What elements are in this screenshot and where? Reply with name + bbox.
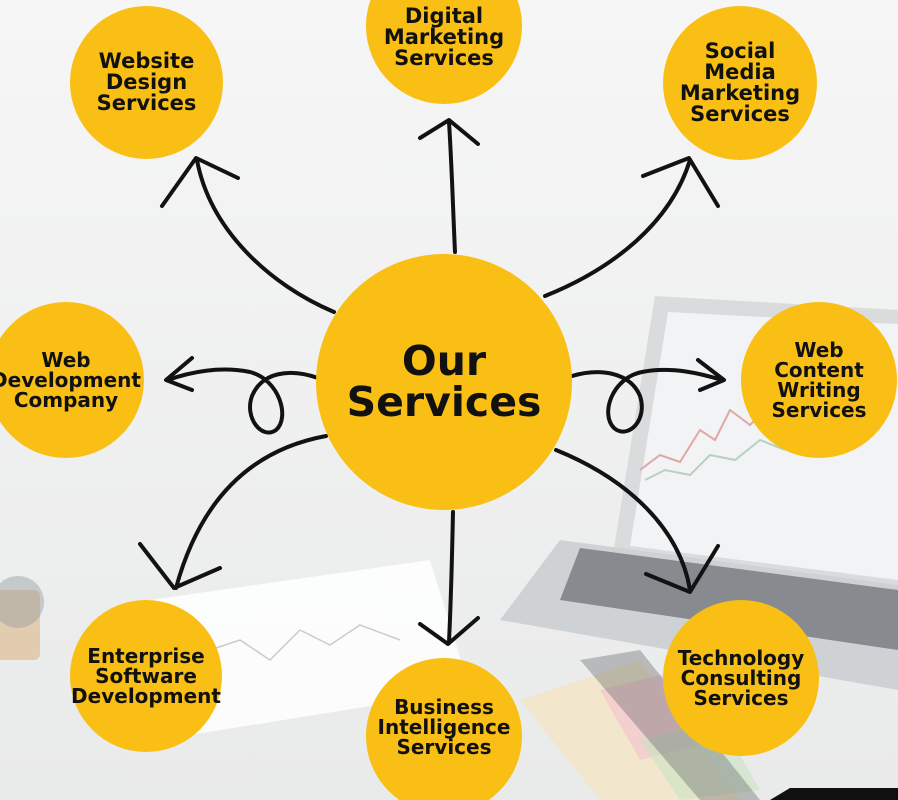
arrowhead-up bbox=[418, 118, 480, 146]
node-enterprise-software: Enterprise Software Development bbox=[70, 600, 222, 752]
arrow-right bbox=[570, 367, 724, 434]
center-node: Our Services bbox=[316, 254, 572, 510]
arrow-up bbox=[447, 120, 457, 254]
node-technology-consulting: Technology Consulting Services bbox=[663, 600, 819, 756]
arrow-down bbox=[447, 510, 455, 644]
arrowhead-down-left bbox=[138, 542, 222, 590]
arrowhead-left bbox=[164, 356, 194, 392]
node-label: Technology Consulting Services bbox=[677, 646, 805, 710]
center-label: Our Services bbox=[346, 337, 542, 426]
arrowhead-up-left bbox=[160, 156, 240, 208]
node-label: Web Development Company bbox=[0, 348, 141, 412]
arrow-left bbox=[166, 367, 320, 435]
arrow-down-left bbox=[174, 434, 328, 590]
arrow-up-left bbox=[195, 158, 336, 314]
node-website-design: Website Design Services bbox=[70, 6, 223, 159]
arrowhead-down bbox=[418, 616, 480, 646]
desk-calculator bbox=[0, 576, 44, 660]
node-label: Social Media Marketing Services bbox=[679, 39, 801, 126]
node-label: Digital Marketing Services bbox=[383, 3, 505, 70]
node-label: Website Design Services bbox=[96, 49, 197, 115]
node-web-content-writing: Web Content Writing Services bbox=[741, 302, 897, 458]
arrow-down-right bbox=[554, 448, 692, 592]
node-social-media-marketing: Social Media Marketing Services bbox=[663, 6, 817, 160]
node-label: Web Content Writing Services bbox=[771, 338, 867, 422]
arrowhead-up-right bbox=[641, 156, 720, 208]
node-label: Enterprise Software Development bbox=[71, 644, 221, 708]
corner-tab bbox=[770, 788, 898, 800]
arrowhead-down-right bbox=[644, 544, 720, 594]
node-business-intelligence: Business Intelligence Services bbox=[366, 658, 522, 800]
arrowhead-right bbox=[696, 358, 726, 392]
node-label: Business Intelligence Services bbox=[377, 695, 511, 759]
arrow-up-right bbox=[543, 158, 692, 298]
node-web-development: Web Development Company bbox=[0, 302, 144, 458]
